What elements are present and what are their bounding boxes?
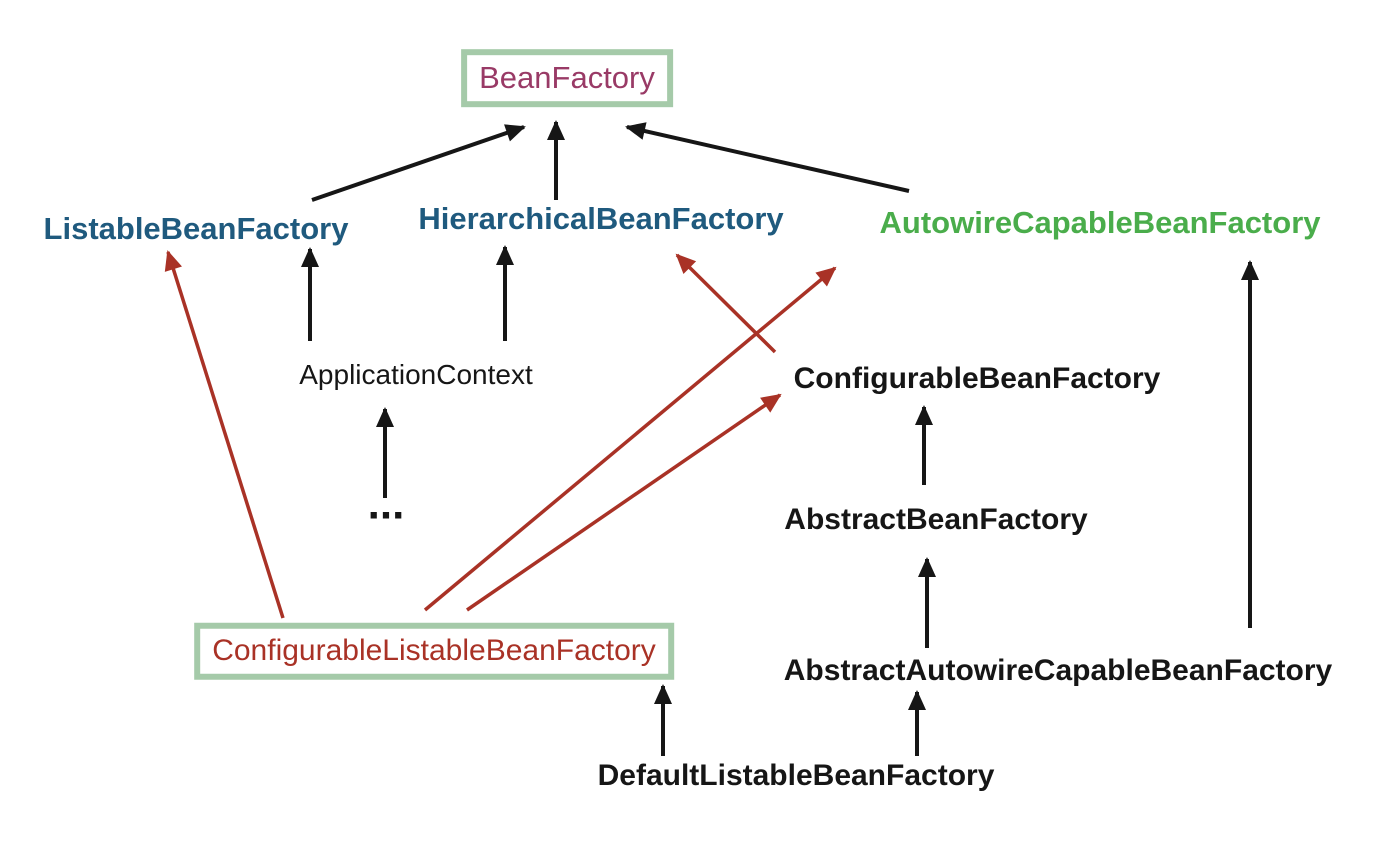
node-ellipsis: ... bbox=[367, 479, 405, 529]
arrow-listable-to-beanfactory bbox=[311, 124, 526, 202]
node-configurable-listable-bean-factory: ConfigurableListableBeanFactory bbox=[194, 622, 674, 680]
arrow-configurablelistablebf-to-autowirecapablebf bbox=[423, 266, 837, 612]
node-abstract-autowire-capable-bean-factory: AbstractAutowireCapableBeanFactory bbox=[783, 653, 1333, 687]
node-hierarchical-bean-factory: HierarchicalBeanFactory bbox=[418, 201, 784, 237]
arrow-configurablelistablebf-to-configurablebf bbox=[466, 393, 782, 612]
node-listable-bean-factory: ListableBeanFactory bbox=[43, 211, 349, 247]
node-bean-factory: BeanFactory bbox=[461, 49, 673, 107]
node-configurable-bean-factory: ConfigurableBeanFactory bbox=[793, 361, 1161, 395]
arrow-configurablebf-to-hierarchicalbf bbox=[675, 253, 777, 354]
node-abstract-bean-factory: AbstractBeanFactory bbox=[784, 502, 1088, 536]
arrow-autowirecapable-to-beanfactory bbox=[625, 122, 910, 193]
node-autowire-capable-bean-factory: AutowireCapableBeanFactory bbox=[879, 205, 1321, 241]
arrow-configurablelistablebf-to-listablebf bbox=[164, 250, 285, 619]
node-application-context: ApplicationContext bbox=[299, 358, 533, 390]
node-default-listable-bean-factory: DefaultListableBeanFactory bbox=[597, 758, 995, 792]
